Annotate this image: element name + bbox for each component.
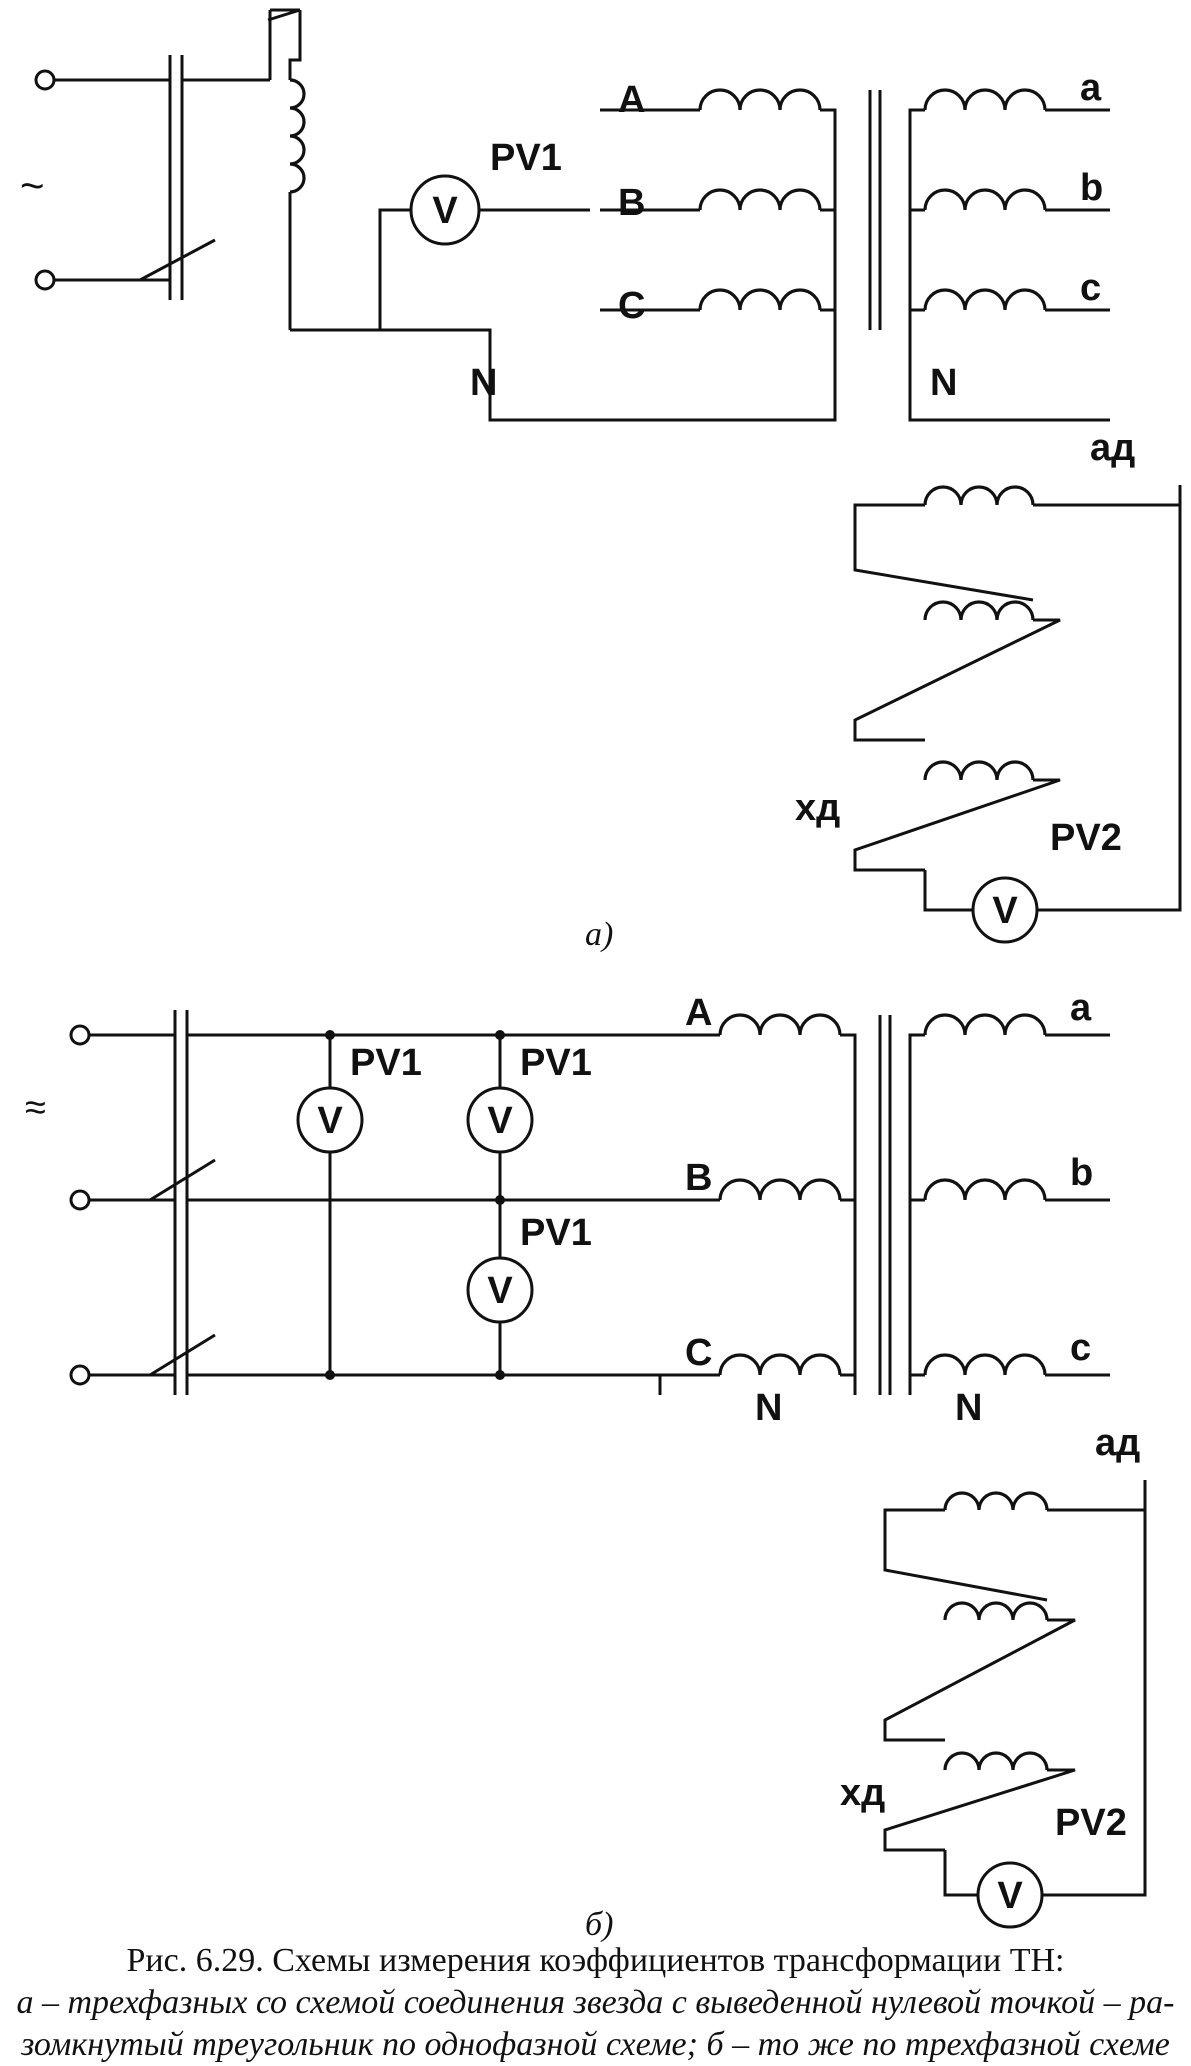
caption-title: Рис. 6.29. Схемы измерения коэффициентов… bbox=[126, 1942, 1065, 1979]
primary-A-a: A bbox=[618, 79, 645, 121]
caption-line-1: а – трехфазных со схемой соединения звез… bbox=[16, 1984, 1175, 2021]
pv2-v-a: V bbox=[992, 890, 1018, 932]
open-delta-start-a: aд bbox=[1090, 427, 1135, 469]
switch-b bbox=[149, 1033, 660, 1377]
terminal-a-bottom bbox=[34, 269, 56, 291]
pv1-label-b-2: PV1 bbox=[520, 1042, 592, 1084]
caption-line-2: зомкнутый треугольник по однофазной схем… bbox=[21, 2026, 1170, 2063]
pv1-v-b-1: V bbox=[317, 1100, 343, 1142]
pv1-label-b-1: PV1 bbox=[350, 1042, 422, 1084]
pv1-label-b-3: PV1 bbox=[520, 1212, 592, 1254]
source-symbol-a: ~ bbox=[20, 162, 45, 209]
terminal-a-top bbox=[34, 69, 56, 91]
open-delta-end-a: xд bbox=[795, 787, 840, 829]
primary-C-b: C bbox=[685, 1332, 712, 1374]
terminal-b-1 bbox=[69, 1024, 91, 1046]
secondary-a-a: a bbox=[1080, 67, 1102, 109]
sublabel-b: б) bbox=[585, 1906, 613, 1943]
pv1-v-b-3: V bbox=[487, 1270, 513, 1312]
pv2-v-b: V bbox=[997, 1875, 1023, 1917]
open-delta-end-b: xд bbox=[840, 1772, 885, 1814]
terminal-b-2 bbox=[69, 1189, 91, 1211]
figure-caption: Рис. 6.29. Схемы измерения коэффициентов… bbox=[0, 1940, 1191, 2066]
secondary-N-a: N bbox=[930, 362, 957, 404]
secondary-c-a: c bbox=[1080, 267, 1101, 309]
pv2-voltmeter-b bbox=[976, 1861, 1044, 1929]
diagram-a: ~ V PV1 A B C N a b c N aд xд bbox=[20, 8, 1182, 953]
primary-C-a: C bbox=[618, 285, 645, 327]
primary-B-a: B bbox=[618, 182, 645, 224]
terminal-b-3 bbox=[69, 1364, 91, 1386]
open-delta-start-b: aд bbox=[1095, 1422, 1140, 1464]
pv1-v-a: V bbox=[432, 190, 458, 232]
secondary-b-a: b bbox=[1080, 167, 1103, 209]
pv2-label-b: PV2 bbox=[1055, 1802, 1127, 1844]
primary-N-b: N bbox=[755, 1387, 782, 1429]
secondary-c-b: c bbox=[1070, 1327, 1091, 1369]
sublabel-a: а) bbox=[585, 916, 613, 953]
primary-N-a: N bbox=[470, 362, 497, 404]
diagram-b: ≈ V V V PV1 PV1 PV1 A B C N a b c N aд bbox=[25, 987, 1147, 1943]
secondary-b-b: b bbox=[1070, 1152, 1093, 1194]
primary-A-b: A bbox=[685, 992, 712, 1034]
secondary-N-b: N bbox=[955, 1387, 982, 1429]
pv2-label-a: PV2 bbox=[1050, 817, 1122, 859]
pv1-v-b-2: V bbox=[487, 1100, 513, 1142]
pv1-label-a: PV1 bbox=[490, 137, 562, 179]
source-symbol-b: ≈ bbox=[25, 1087, 46, 1129]
secondary-a-b: a bbox=[1070, 987, 1092, 1029]
primary-B-b: B bbox=[685, 1157, 712, 1199]
switch-a bbox=[139, 78, 270, 282]
pv2-voltmeter-a bbox=[971, 876, 1039, 944]
